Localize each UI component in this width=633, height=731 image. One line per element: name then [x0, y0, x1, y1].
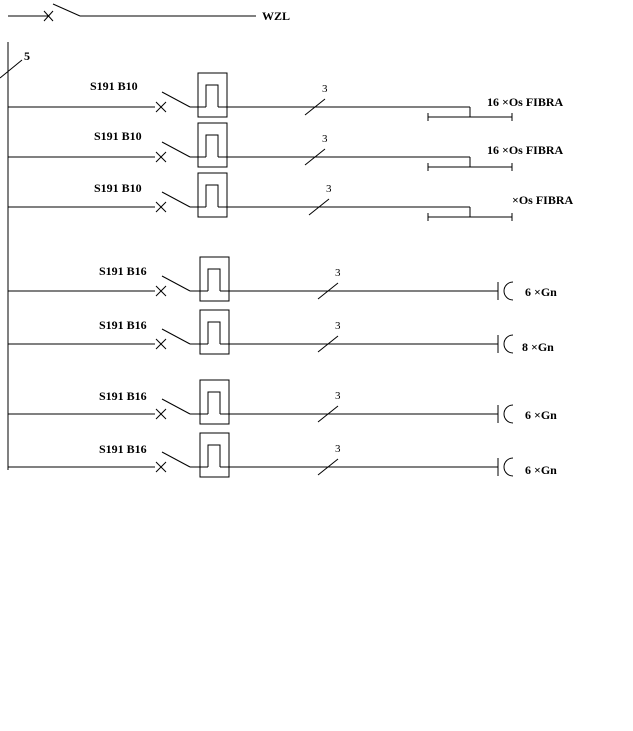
feed-label: WZL — [262, 9, 290, 23]
circuit-list: S191 B10 3 16 ×Os FIBRA S191 B10 3 16 ×Os FIB… — [8, 72, 574, 478]
breaker-box — [199, 256, 230, 302]
circuit-row: S191 B16 3 6 ×Gn — [8, 256, 557, 302]
main-feed: WZL — [8, 3, 290, 23]
breaker-contact-icon — [207, 268, 221, 291]
switch-blade-icon — [161, 141, 191, 158]
breaker-contact-icon — [207, 444, 221, 467]
wire-count-label: 3 — [335, 267, 341, 279]
load-label: 6 ×Gn — [525, 463, 557, 477]
wire-count-tick — [317, 405, 339, 423]
breaker-box — [199, 432, 230, 478]
switch-blade-icon — [52, 3, 81, 17]
circuit-row: S191 B16 3 8 ×Gn — [8, 309, 554, 355]
wire-count-label: 3 — [322, 133, 328, 145]
bus-wire-count: 5 — [24, 49, 30, 63]
breaker-contact-icon — [207, 321, 221, 344]
wire-count-tick — [317, 335, 339, 353]
switch-blade-icon — [161, 328, 191, 345]
breaker-box — [199, 379, 230, 425]
breaker-label: S191 B10 — [94, 181, 142, 195]
circuit-row: S191 B16 3 6 ×Gn — [8, 432, 557, 478]
socket-outlet-icon — [503, 404, 514, 424]
breaker-contact-icon — [207, 391, 221, 414]
breaker-label: S191 B16 — [99, 264, 147, 278]
breaker-contact-icon — [205, 84, 219, 107]
breaker-contact-icon — [205, 184, 219, 207]
load-label: 6 ×Gn — [525, 408, 557, 422]
wire-count-tick — [317, 282, 339, 300]
load-label: 6 ×Gn — [525, 285, 557, 299]
switch-blade-icon — [161, 91, 191, 108]
wire-count-label: 3 — [335, 320, 341, 332]
breaker-label: S191 B16 — [99, 389, 147, 403]
wire-count-tick — [304, 98, 326, 116]
circuit-row: S191 B10 3 16 ×Os FIBRA — [8, 72, 564, 121]
wire-count-label: 3 — [335, 390, 341, 402]
breaker-box — [197, 72, 228, 118]
load-label: 16 ×Os FIBRA — [487, 143, 564, 157]
breaker-box — [197, 122, 228, 168]
switch-blade-icon — [161, 275, 191, 292]
breaker-box — [199, 309, 230, 355]
switch-blade-icon — [161, 451, 191, 468]
circuit-row: S191 B16 3 6 ×Gn — [8, 379, 557, 425]
wire-count-label: 3 — [335, 443, 341, 455]
circuit-row: S191 B10 3 ×Os FIBRA — [8, 172, 574, 221]
breaker-box — [197, 172, 228, 218]
load-label: ×Os FIBRA — [512, 193, 574, 207]
socket-outlet-icon — [503, 281, 514, 301]
circuit-row: S191 B10 3 16 ×Os FIBRA — [8, 122, 564, 171]
bus: 5 — [0, 42, 30, 470]
load-label: 8 ×Gn — [522, 340, 554, 354]
switch-blade-icon — [161, 191, 191, 208]
breaker-label: S191 B10 — [94, 129, 142, 143]
wire-count-tick — [304, 148, 326, 166]
wire-count-tick — [308, 198, 330, 216]
breaker-contact-icon — [205, 134, 219, 157]
wire-count-tick — [317, 458, 339, 476]
wire-count-label: 3 — [322, 83, 328, 95]
switch-blade-icon — [161, 398, 191, 415]
wire-count-label: 3 — [326, 183, 332, 195]
breaker-label: S191 B16 — [99, 442, 147, 456]
socket-outlet-icon — [503, 457, 514, 477]
bus-tick-mark — [0, 59, 23, 79]
breaker-label: S191 B10 — [90, 79, 138, 93]
breaker-label: S191 B16 — [99, 318, 147, 332]
load-label: 16 ×Os FIBRA — [487, 95, 564, 109]
socket-outlet-icon — [503, 334, 514, 354]
